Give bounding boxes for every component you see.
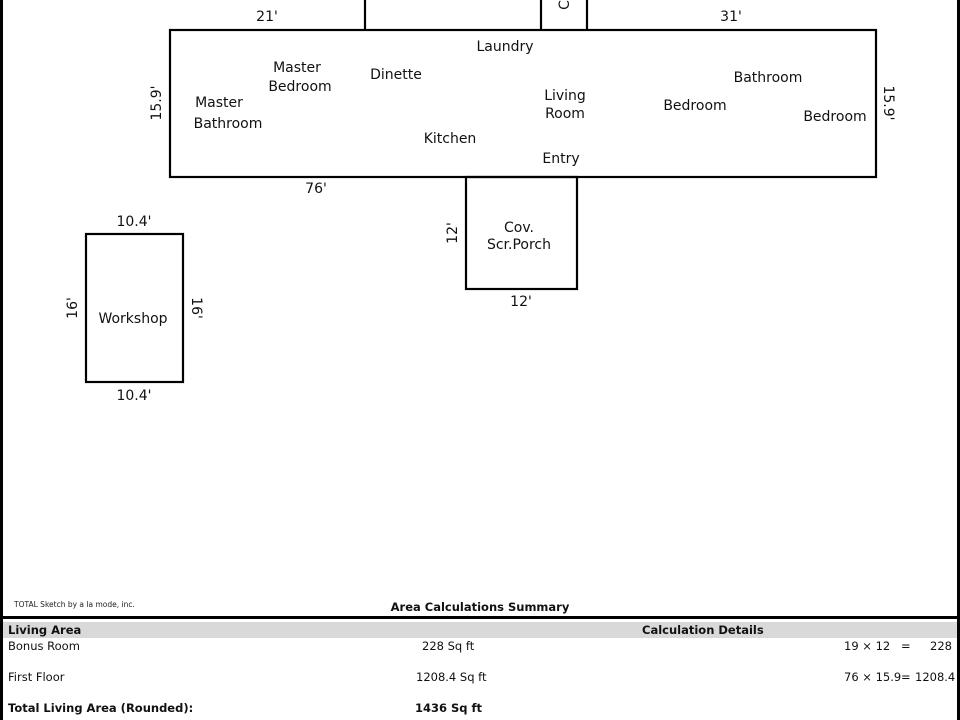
room-dinette: Dinette (370, 67, 422, 83)
cut-off-room-label: C (557, 0, 573, 10)
room-bedroom-b: Bedroom (803, 109, 866, 125)
software-credit: TOTAL Sketch by a la mode, inc. (14, 600, 135, 609)
dim-main-top-left: 21' (256, 9, 278, 25)
row-bonus-room-eq: = (901, 639, 911, 653)
row-first-floor-area: 1208.4 Sq ft (416, 670, 487, 684)
area-calculations-summary: TOTAL Sketch by a la mode, inc. Area Cal… (0, 598, 960, 720)
room-kitchen: Kitchen (424, 131, 477, 147)
row-first-floor-calc: 76 × 15.9 (844, 670, 902, 684)
room-bathroom: Bathroom (734, 70, 803, 86)
dim-porch-bottom: 12' (510, 294, 532, 310)
row-first-floor-eq: = (901, 670, 911, 684)
row-bonus-room-result: 228 (930, 639, 952, 653)
dim-main-left: 15.9' (149, 85, 165, 120)
room-master-bathroom-line2: Bathroom (194, 116, 263, 132)
calculation-details-header: Calculation Details (642, 623, 764, 637)
row-bonus-room-name: Bonus Room (8, 639, 80, 653)
room-living-room-line2: Room (545, 106, 585, 122)
row-bonus-room-area: 228 Sq ft (422, 639, 475, 653)
dim-main-right: 15.9' (880, 85, 896, 120)
dim-main-bottom: 76' (305, 181, 327, 197)
summary-title: Area Calculations Summary (390, 600, 570, 614)
dim-workshop-left: 16' (65, 297, 81, 319)
room-laundry: Laundry (476, 39, 533, 55)
dim-workshop-top: 10.4' (116, 214, 151, 230)
room-entry: Entry (542, 151, 579, 167)
row-first-floor-result: 1208.4 (915, 670, 956, 684)
dim-workshop-right: 16' (188, 297, 204, 319)
workshop-outline (84, 232, 185, 384)
living-area-header: Living Area (8, 623, 82, 637)
room-master-bedroom-line2: Bedroom (268, 79, 331, 95)
room-workshop: Workshop (98, 311, 167, 327)
total-living-area-value: 1436 Sq ft (415, 701, 483, 715)
room-master-bedroom-line1: Master (273, 60, 321, 76)
row-first-floor-name: First Floor (8, 670, 65, 684)
porch-outline (464, 175, 579, 291)
room-master-bathroom-line1: Master (195, 95, 243, 111)
dim-main-top-right: 31' (720, 9, 742, 25)
room-porch-line1: Cov. (504, 220, 534, 236)
total-living-area-label: Total Living Area (Rounded): (8, 701, 194, 715)
bonus-room-outline (363, 0, 589, 30)
summary-top-rule (0, 616, 960, 619)
room-porch-line2: Scr.Porch (487, 237, 551, 253)
floor-plan-sketch: C Laundry Master Bedroom Dinette Master … (65, 0, 896, 404)
dim-workshop-bottom: 10.4' (116, 388, 151, 404)
room-living-room-line1: Living (544, 88, 586, 104)
living-area-header-band (3, 622, 957, 638)
room-bedroom-a: Bedroom (663, 98, 726, 114)
row-bonus-room-calc: 19 × 12 (844, 639, 891, 653)
dim-porch-left: 12' (445, 222, 461, 244)
